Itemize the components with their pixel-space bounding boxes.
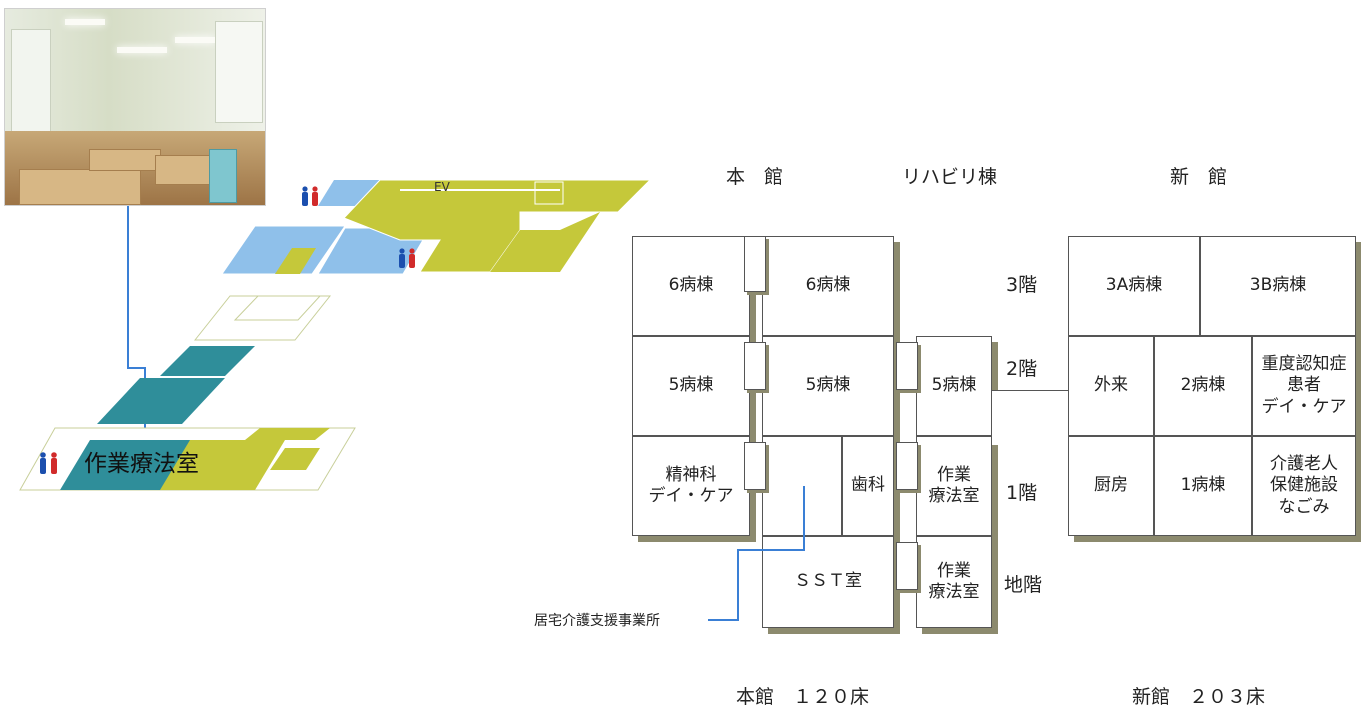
corridor-1f (992, 437, 1068, 445)
room-ward-5-b: 5病棟 (762, 336, 894, 436)
floor-label-2f: 2階 (1006, 358, 1038, 380)
header-main-building: 本 館 (726, 166, 784, 188)
corridor-2f (992, 390, 1068, 438)
main-building-bed-count: 本館 １２０床 (736, 686, 870, 708)
room-sst: ＳＳＴ室 (762, 536, 894, 628)
room-dementia-day-care: 重度認知症患者デイ・ケア (1252, 336, 1356, 436)
ground-floor-yellow-2 (245, 428, 330, 440)
floor-label-basement: 地階 (1004, 574, 1043, 596)
room-nursing-facility-nagomi: 介護老人保健施設なごみ (1252, 436, 1356, 536)
room-ward-6-b: 6病棟 (762, 236, 894, 336)
restroom-icon-ground (38, 452, 62, 476)
room-ward-1: 1病棟 (1154, 436, 1252, 536)
ground-floor-yellow-1 (160, 440, 285, 490)
lower-floor-teal-upper (160, 346, 255, 376)
room-occupational-therapy-1: 作業療法室 (916, 436, 992, 536)
divider-slit (744, 236, 766, 292)
middle-floor-outline (193, 295, 332, 341)
room-ward-2: 2病棟 (1154, 336, 1252, 436)
ground-floor-teal (60, 440, 200, 490)
room-occupational-therapy-2: 作業療法室 (916, 536, 992, 628)
ground-floor-yellow-3 (270, 448, 320, 470)
isometric-building-diagram (19, 179, 652, 491)
header-rehab-building: リハビリ棟 (902, 166, 998, 188)
divider-slit (896, 442, 918, 490)
upper-floor-yellow-right (490, 212, 600, 272)
lower-floor-teal-middle (97, 378, 225, 424)
restroom-icon-upper (300, 186, 322, 208)
new-building-bed-count: 新館 ２０３床 (1132, 686, 1266, 708)
room-ward-5-c: 5病棟 (916, 336, 992, 436)
room-ward-3a: 3A病棟 (1068, 236, 1200, 336)
upper-floor-yellow-small (275, 248, 316, 274)
callout-line (708, 486, 805, 621)
restroom-icon-middle (397, 248, 419, 270)
room-ward-3b: 3B病棟 (1200, 236, 1356, 336)
floor-label-3f: 3階 (1006, 274, 1038, 296)
room-outpatient: 外来 (1068, 336, 1154, 436)
room-ward-5-a: 5病棟 (632, 336, 750, 436)
home-care-support-office-label: 居宅介護支援事業所 (534, 613, 660, 629)
divider-slit (896, 342, 918, 390)
room-kitchen: 厨房 (1068, 436, 1154, 536)
divider-slit (744, 442, 766, 490)
occupational-therapy-room-label: 作業療法室 (84, 451, 199, 477)
room-ward-6-a: 6病棟 (632, 236, 750, 336)
ev-label: EV (434, 180, 450, 194)
therapy-room-photo (4, 8, 266, 206)
divider-slit (744, 342, 766, 390)
header-new-building: 新 館 (1170, 166, 1228, 188)
divider-slit (896, 542, 918, 590)
room-dental: 歯科 (842, 436, 894, 536)
floor-label-1f: 1階 (1006, 482, 1038, 504)
